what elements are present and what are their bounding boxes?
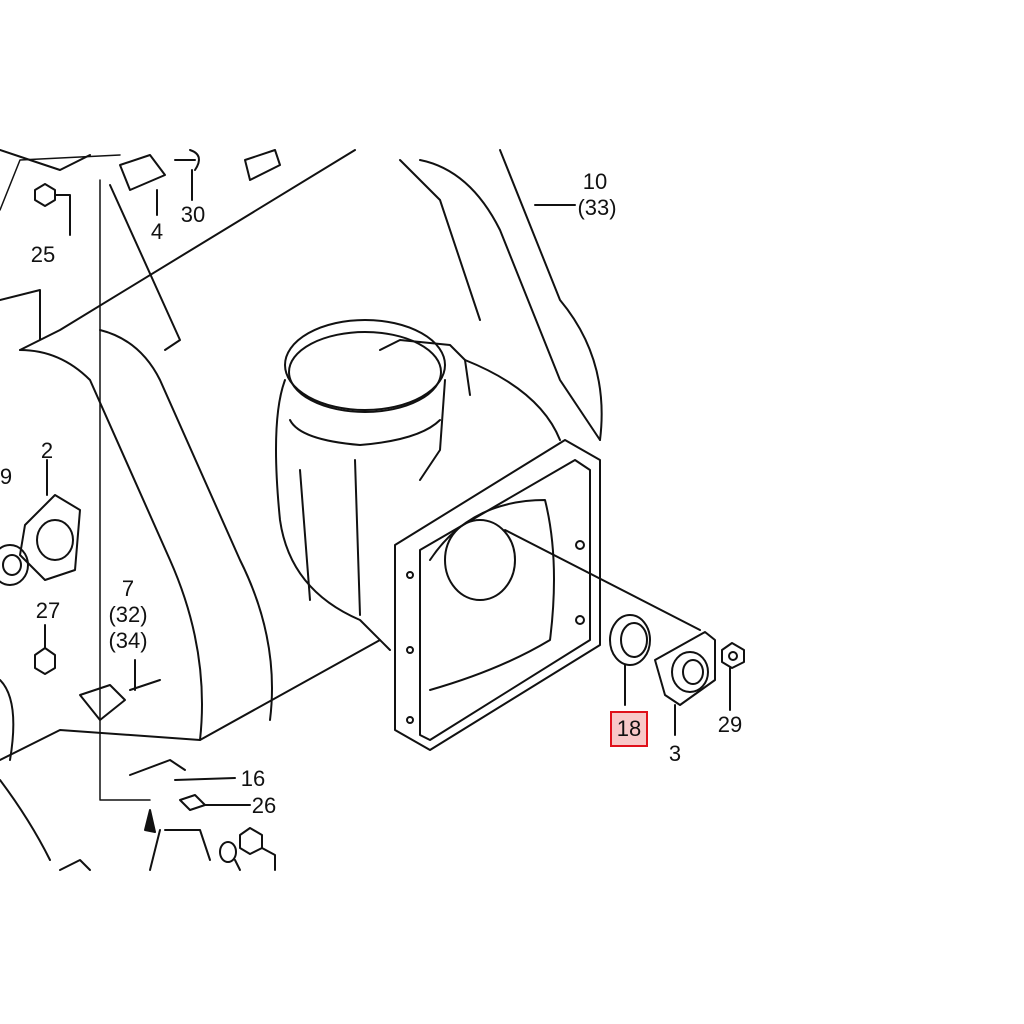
label-3: 3 <box>668 741 682 766</box>
highlighted-part-18[interactable]: 18 <box>610 711 648 747</box>
left-side-parts <box>0 149 281 871</box>
mounting-frame <box>394 439 701 751</box>
auger-housing <box>0 149 603 861</box>
label-9: 9 <box>0 464 13 489</box>
bearing-18-drawing <box>609 614 651 706</box>
label-32: (32) <box>108 602 148 627</box>
label-16: 16 <box>240 766 266 791</box>
nut-29-drawing <box>721 642 745 711</box>
label-4: 4 <box>150 219 164 244</box>
label-33: (33) <box>577 195 617 220</box>
label-29: 29 <box>717 712 743 737</box>
label-25: 25 <box>30 242 56 267</box>
label-30: 30 <box>180 202 206 227</box>
label-10: 10 <box>582 169 608 194</box>
label-27: 27 <box>35 598 61 623</box>
label-7: 7 <box>121 576 135 601</box>
label-2: 2 <box>40 438 54 463</box>
discharge-chute <box>275 319 561 651</box>
flange-3-drawing <box>654 631 716 736</box>
label-34: (34) <box>108 628 148 653</box>
label-26: 26 <box>251 793 277 818</box>
